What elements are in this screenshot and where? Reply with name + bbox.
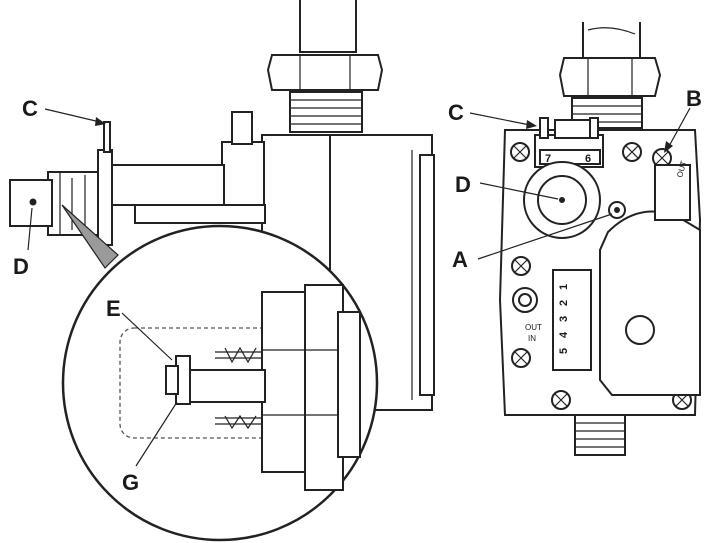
terminal-number-column: 1 2 3 4 5 [558,284,570,354]
in-side-marking: IN [528,334,536,343]
callout-b: B [686,86,702,111]
terminal-number: 4 [558,331,570,338]
terminal-number: 5 [558,348,570,354]
out-top-marking: OUT [675,160,688,179]
magnifier-pointer [61,204,119,269]
out-side-marking: OUT [525,323,542,332]
knob-dot-left [29,198,37,206]
callout-c-left: C [22,96,38,121]
terminal-7-label: 7 [545,153,551,165]
callout-a: A [452,247,468,272]
callout-c-right: C [448,100,464,125]
callout-d-left: D [13,254,29,279]
terminal-6-label: 6 [585,153,591,165]
callout-e: E [106,296,121,321]
front-view-valve [498,22,702,456]
terminal-number: 1 [558,284,570,290]
callout-lines [27,107,691,467]
callout-d-right: D [455,172,471,197]
magnified-detail [61,224,379,542]
terminal-number: 2 [558,300,570,306]
callout-g: G [122,470,139,495]
terminal-number: 3 [558,316,570,322]
